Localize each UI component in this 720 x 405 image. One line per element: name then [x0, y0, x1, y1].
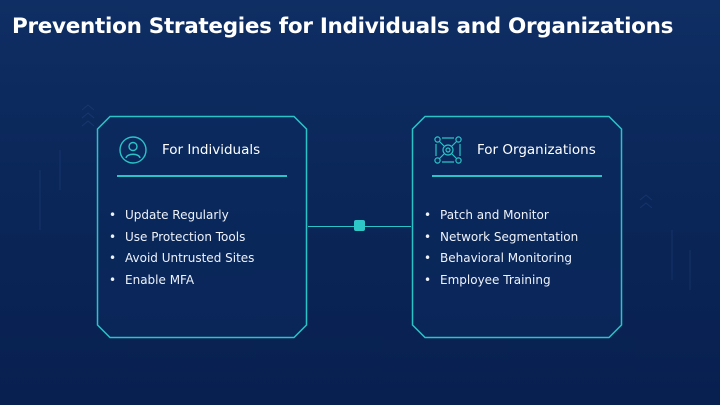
individuals-card: For Individuals Update Regularly Use Pro… — [96, 115, 308, 339]
card-heading: For Individuals — [162, 142, 261, 158]
list-item: Enable MFA — [109, 270, 254, 292]
list-item: Use Protection Tools — [109, 227, 254, 249]
card-heading: For Organizations — [477, 142, 596, 158]
card-header: For Individuals — [118, 135, 260, 165]
list-item: Employee Training — [424, 270, 578, 292]
card-list: Update Regularly Use Protection Tools Av… — [109, 205, 254, 291]
list-item: Behavioral Monitoring — [424, 248, 578, 270]
card-divider — [117, 175, 287, 177]
person-icon — [119, 136, 147, 164]
slide-title: Prevention Strategies for Individuals an… — [12, 14, 674, 39]
list-item: Update Regularly — [109, 205, 254, 227]
card-divider — [432, 175, 602, 177]
list-item: Network Segmentation — [424, 227, 578, 249]
list-item: Patch and Monitor — [424, 205, 578, 227]
card-list: Patch and Monitor Network Segmentation B… — [424, 205, 578, 291]
connector-node — [354, 220, 365, 231]
organizations-card: For Organizations Patch and Monitor Netw… — [411, 115, 623, 339]
card-header: For Organizations — [433, 135, 596, 165]
network-icon — [434, 136, 462, 164]
list-item: Avoid Untrusted Sites — [109, 248, 254, 270]
